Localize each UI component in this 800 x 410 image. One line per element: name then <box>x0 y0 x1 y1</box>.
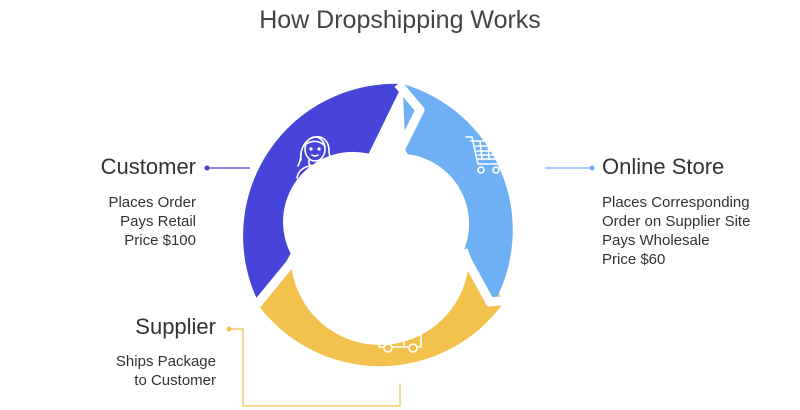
supplier-desc-line: to Customer <box>134 372 216 389</box>
supplier-connector-dot <box>226 326 232 332</box>
segment-gap-left <box>247 250 300 310</box>
customer-label: Customer <box>100 154 196 179</box>
customer-desc-line: Pays Retail <box>120 213 196 230</box>
online-store-desc-line: Order on Supplier Site <box>602 213 751 230</box>
supplier-label: Supplier <box>135 314 216 339</box>
online-store-description: Places Corresponding Order on Supplier S… <box>602 193 750 269</box>
customer-segment <box>243 83 403 302</box>
diagram-title: How Dropshipping Works <box>259 6 541 34</box>
customer-desc-line: Price $100 <box>124 232 196 249</box>
customer-desc-line: Places Order <box>108 194 196 211</box>
woman-avatar-icon <box>296 136 334 179</box>
shopping-cart-icon <box>465 136 506 174</box>
customer-connector-dot <box>204 165 210 171</box>
supplier-description: Ships Package to Customer <box>116 352 216 390</box>
supplier-desc-line: Ships Package <box>115 353 216 370</box>
segment-gap-top <box>394 81 425 163</box>
online-store-segment <box>402 84 513 302</box>
supplier-connector-line <box>229 328 401 407</box>
online-store-label: Online Store <box>602 154 725 179</box>
customer-description: Places Order Pays Retail Price $100 <box>108 193 196 250</box>
delivery-car-icon <box>378 322 422 353</box>
online-store-desc-line: Places Corresponding <box>602 194 750 211</box>
online-store-connector-dot <box>589 165 595 171</box>
supplier-segment <box>255 255 505 367</box>
online-store-desc-line: Pays Wholesale <box>602 232 710 249</box>
center-hole <box>320 162 440 282</box>
segment-gap-right <box>458 248 511 307</box>
online-store-desc-line: Price $60 <box>602 251 666 268</box>
